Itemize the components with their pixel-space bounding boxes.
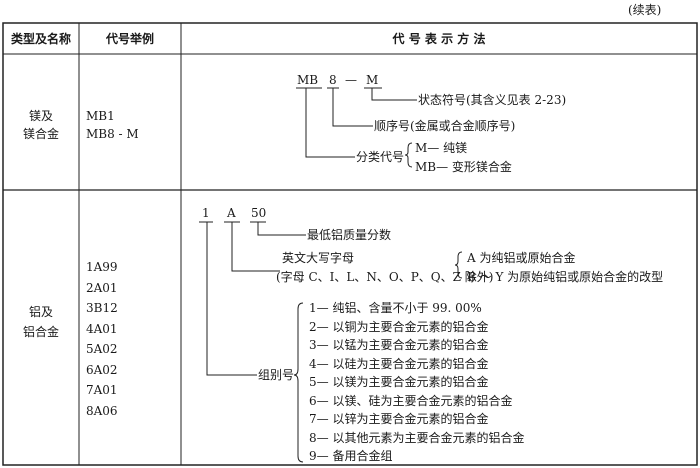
letter-note: (字母 C、I、L、N、O、P、Q、Z 除外) (276, 270, 494, 284)
group-option: 3— 以锰为主要合金元素的铝合金 (309, 338, 489, 352)
code-example: 2A01 (86, 280, 118, 295)
letter-option: A 为纯铝或原始合金 (467, 251, 576, 265)
group-option: 9— 备用合金组 (309, 449, 393, 463)
code-part: M (366, 73, 379, 87)
group-option: 1— 纯铝、含量不小于 99. 00% (309, 301, 482, 315)
code-example: 6A02 (86, 362, 118, 377)
type-name: 镁及 (28, 109, 54, 123)
letter-label: 英文大写字母 (282, 251, 355, 265)
type-name: 镁合金 (22, 127, 60, 141)
code-example: 4A01 (86, 321, 118, 336)
code-example: MB1 (86, 109, 115, 123)
type-name: 铝及 (28, 305, 54, 319)
code-part: 50 (251, 206, 267, 220)
code-part: 1 (202, 206, 210, 220)
group-option: 6— 以镁、硅为主要合金元素的铝合金 (309, 393, 513, 408)
code-part: 8 (329, 73, 337, 87)
code-example: 5A02 (86, 342, 118, 356)
group-option: 7— 以锌为主要合金元素的铝合金 (309, 412, 489, 426)
code-example: MB8 - M (86, 127, 139, 141)
code-example: 1A99 (86, 260, 118, 274)
group-option: 4— 以硅为主要合金元素的铝合金 (309, 356, 489, 371)
group-label: 组别号 (258, 368, 295, 382)
header-type: 类型及名称 (10, 32, 72, 46)
group-option: 5— 以镁为主要合金元素的铝合金 (309, 375, 489, 389)
letter-option: B ～ Y 为原始纯铝或原始合金的改型 (467, 270, 664, 284)
min-purity-label: 最低铝质量分数 (307, 228, 392, 242)
type-name: 铝合金 (22, 325, 60, 339)
header-example: 代号举例 (105, 32, 155, 46)
code-part: MB (297, 73, 319, 87)
group-option: 8— 以其他元素为主要合金元素的铝合金 (309, 430, 525, 445)
code-example: 8A06 (86, 403, 118, 418)
code-example: 3B12 (86, 301, 118, 315)
status-label: 状态符号(其含义见表 2-23) (418, 93, 567, 107)
code-example: 7A01 (86, 383, 118, 397)
code-part: — (345, 73, 357, 87)
group-option: 2— 以铜为主要合金元素的铝合金 (309, 319, 489, 334)
code-part: A (227, 206, 236, 220)
category-option: MB— 变形镁合金 (415, 160, 512, 174)
category-label: 分类代号 (356, 150, 405, 164)
header-method: 代 号 表 示 方 法 (392, 32, 486, 46)
sequence-label: 顺序号(金属或合金顺序号) (374, 119, 516, 133)
category-option: M— 纯镁 (415, 141, 468, 155)
continued-label: (续表) (628, 3, 662, 17)
